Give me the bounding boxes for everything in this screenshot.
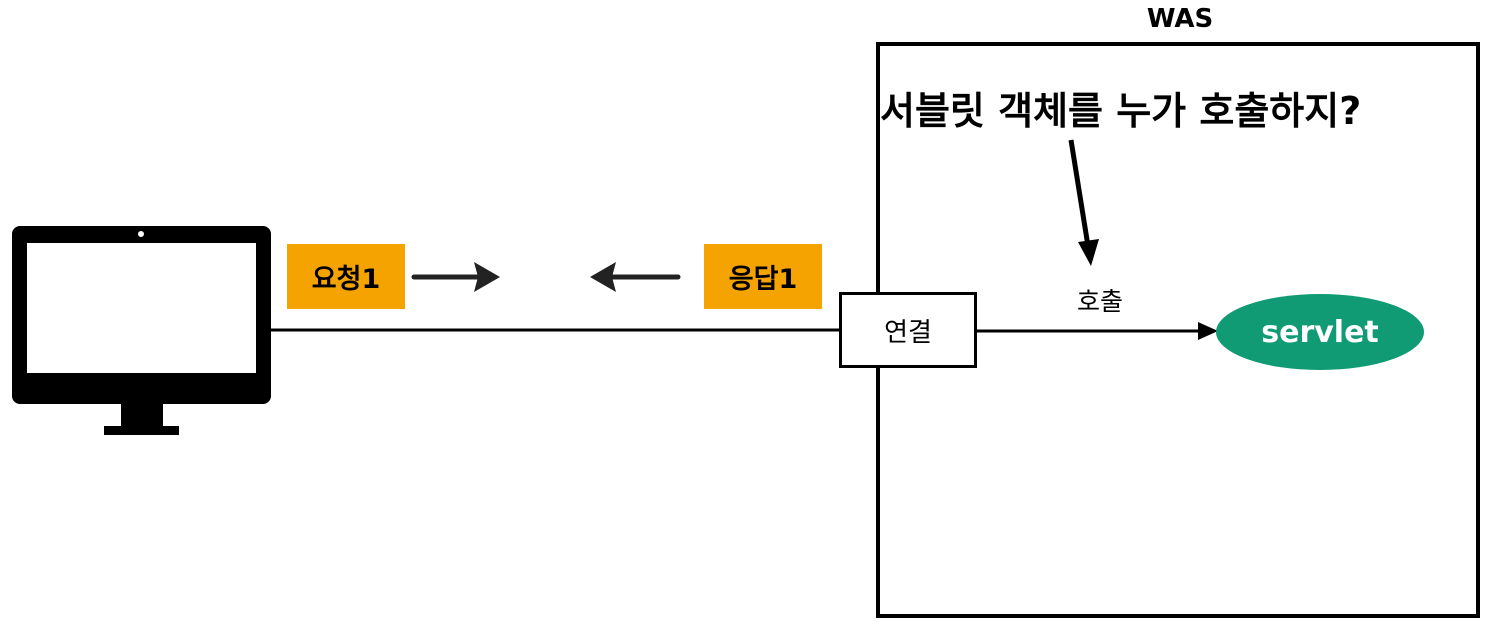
question-text: 서블릿 객체를 누가 호출하지? xyxy=(880,89,1362,133)
servlet-node: servlet xyxy=(1216,294,1424,370)
request-tag: 요청1 xyxy=(287,244,405,309)
request-arrow xyxy=(411,262,500,292)
call-label: 호출 xyxy=(1076,287,1123,316)
servlet-label: servlet xyxy=(1261,314,1379,350)
client-monitor-icon xyxy=(12,226,271,435)
response-arrow xyxy=(590,262,681,292)
response-label: 응답1 xyxy=(728,264,798,295)
connection-label: 연결 xyxy=(884,317,932,348)
response-tag: 응답1 xyxy=(704,244,822,309)
call-arrowhead xyxy=(1198,322,1218,340)
was-title: WAS xyxy=(1146,4,1214,34)
connection-box: 연결 xyxy=(839,292,977,368)
question-pointer-arrow xyxy=(1068,139,1099,266)
request-label: 요청1 xyxy=(311,264,381,295)
